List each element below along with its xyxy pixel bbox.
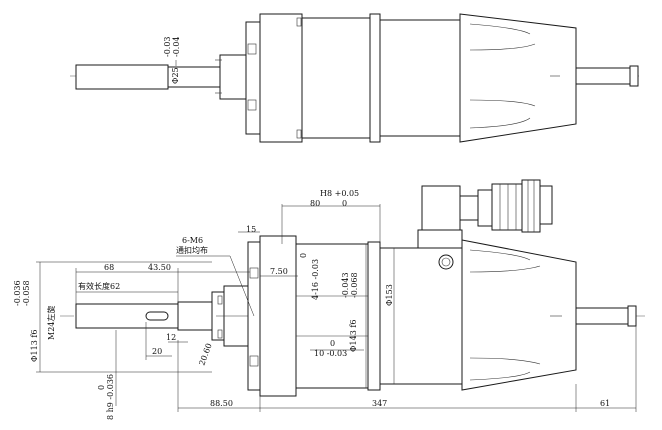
top-shaft-dia: Φ25: [171, 67, 180, 84]
front-keyway: [145, 311, 169, 321]
front-shaft-mid: [177, 301, 213, 331]
key-4-16-upper: 0: [299, 253, 308, 258]
front-view: H8 +0.05 0 80 15 6-M6 通扣均布 68 43.50 7.50…: [13, 179, 645, 420]
key-8: 8 h9 -0.036: [106, 374, 115, 420]
top-body-front: [259, 13, 303, 143]
tol-036: -0.036: [13, 280, 22, 306]
top-flange: [245, 21, 261, 135]
effective-length: 有效长度62: [78, 281, 120, 291]
dim-12: 12: [166, 333, 176, 342]
dia-143-lower: -0.068: [350, 272, 359, 298]
dia-153: Φ153: [385, 284, 394, 306]
dim-10-upper: 0: [330, 339, 335, 348]
front-connector-base: [417, 229, 463, 249]
front-body-rear: [379, 247, 463, 385]
fit-h8-lower: 0: [342, 199, 347, 208]
front-shaft-right: [575, 307, 629, 325]
front-cone: [461, 239, 577, 391]
cable-connector: [421, 179, 553, 233]
dim-7-50: 7.50: [270, 267, 288, 276]
top-shaft-right: [575, 67, 631, 85]
dim-347: 347: [372, 399, 387, 408]
front-rib: [367, 241, 381, 391]
fit-h8: H8 +0.05: [320, 189, 359, 198]
note-6m6: 6-M6: [182, 236, 203, 245]
dim-10: 10 -0.03: [314, 349, 347, 358]
key-8-upper: 0: [97, 385, 106, 390]
dia-113: Φ113 f6: [30, 330, 39, 362]
top-cone: [459, 13, 577, 143]
thread-m24: M24左旋: [46, 306, 56, 340]
top-body-rear: [379, 19, 461, 137]
key-4-16: 4-16 -0.03: [311, 259, 320, 300]
front-body-front: [259, 235, 297, 397]
top-tol-upper: -0.03: [163, 36, 172, 57]
front-plug: [438, 254, 454, 270]
dimension-lines: [36, 204, 637, 412]
dim-43-50: 43.50: [148, 263, 171, 272]
note-even: 通扣均布: [176, 245, 208, 255]
dim-88-50: 88.50: [210, 399, 233, 408]
dia-143: Φ143 f6: [349, 320, 358, 352]
top-shaft-end: [75, 64, 169, 90]
dim-20: 20: [152, 347, 162, 356]
dim-15: 15: [246, 225, 256, 234]
dim-20-60: 20.60: [197, 342, 213, 367]
dim-61: 61: [600, 399, 610, 408]
front-body-middle: [295, 243, 369, 389]
dim-68: 68: [104, 263, 114, 272]
dia-143-upper: -0.043: [341, 272, 350, 298]
top-body-middle: [301, 17, 371, 139]
top-view: -0.03 -0.04 Φ25: [70, 13, 640, 143]
dim-80: 80: [310, 199, 320, 208]
top-shaft-hub: [219, 54, 247, 100]
tol-058: -0.058: [22, 280, 31, 306]
top-tol-lower: -0.04: [172, 36, 181, 57]
top-rib: [369, 13, 381, 143]
